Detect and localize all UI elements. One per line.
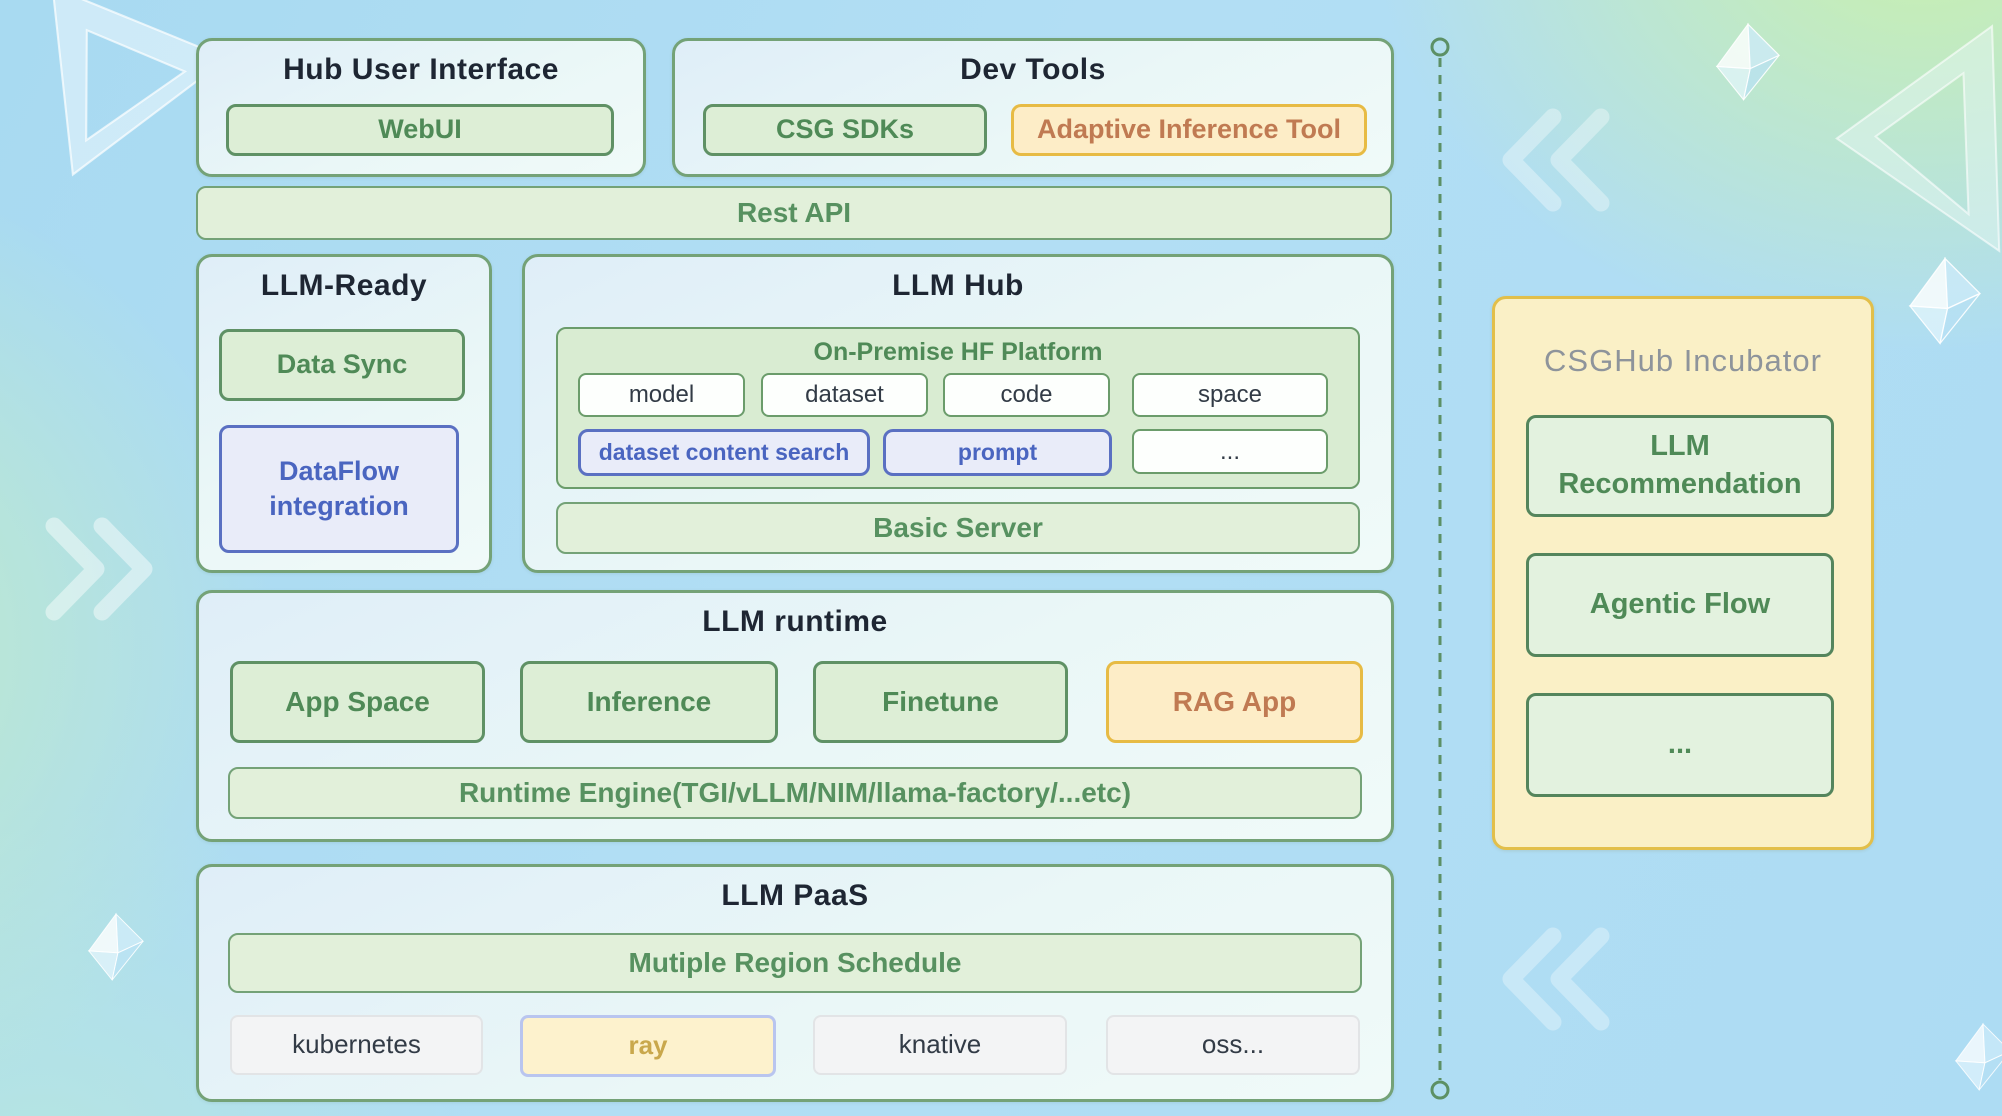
- dataset-node: dataset: [761, 373, 928, 417]
- crystal-decoration: [1715, 22, 1781, 102]
- finetune-node: Finetune: [813, 661, 1068, 743]
- webui-node: WebUI: [226, 104, 614, 156]
- oss-node: oss...: [1106, 1015, 1360, 1075]
- adaptive-inference-tool-node: Adaptive Inference Tool: [1011, 104, 1367, 156]
- separator-dashed-line: [1430, 37, 1450, 1100]
- agentic-flow-node: Agentic Flow: [1526, 553, 1834, 657]
- app-space-node: App Space: [230, 661, 485, 743]
- knative-node: knative: [813, 1015, 1067, 1075]
- on-premise-platform-title: On-Premise HF Platform: [813, 338, 1103, 366]
- dataflow-integration-node: DataFlow integration: [219, 425, 459, 553]
- chevron-left-decoration: [1502, 927, 1610, 1031]
- hub-user-interface-panel: Hub User Interface WebUI: [196, 38, 646, 177]
- llm-paas-panel: LLM PaaS Mutiple Region Schedule kuberne…: [196, 864, 1394, 1102]
- data-sync-node: Data Sync: [219, 329, 465, 401]
- llm-hub-panel: LLM Hub On-Premise HF Platform model dat…: [522, 254, 1394, 573]
- llm-ready-panel: LLM-Ready Data Sync DataFlow integration: [196, 254, 492, 573]
- llm-runtime-title: LLM runtime: [702, 605, 888, 638]
- model-node: model: [578, 373, 745, 417]
- llm-runtime-panel: LLM runtime App Space Inference Finetune…: [196, 590, 1394, 842]
- crystal-decoration: [1954, 1022, 2002, 1092]
- dataset-content-search-node: dataset content search: [578, 429, 870, 476]
- llm-ready-title: LLM-Ready: [260, 269, 428, 302]
- rag-app-node: RAG App: [1106, 661, 1363, 743]
- space-node: space: [1132, 373, 1328, 417]
- csghub-incubator-title: CSGHub Incubator: [1544, 343, 1822, 378]
- llm-paas-title: LLM PaaS: [721, 879, 869, 912]
- incubator-ellipsis-node: ...: [1526, 693, 1834, 797]
- chevron-right-decoration: [45, 517, 153, 621]
- crystal-decoration: [1908, 256, 1982, 345]
- basic-server-bar: Basic Server: [556, 502, 1360, 554]
- rest-api-bar: Rest API: [196, 186, 1392, 240]
- inference-node: Inference: [520, 661, 778, 743]
- on-premise-platform-box: On-Premise HF Platform model dataset cod…: [556, 327, 1360, 489]
- prompt-node: prompt: [883, 429, 1112, 476]
- ray-node: ray: [520, 1015, 776, 1077]
- code-node: code: [943, 373, 1110, 417]
- kubernetes-node: kubernetes: [230, 1015, 483, 1075]
- multiple-region-schedule-bar: Mutiple Region Schedule: [228, 933, 1362, 993]
- dev-tools-panel: Dev Tools CSG SDKs Adaptive Inference To…: [672, 38, 1394, 177]
- chevron-left-decoration: [1502, 108, 1610, 212]
- crystal-decoration: [87, 912, 144, 982]
- dev-tools-title: Dev Tools: [960, 53, 1106, 86]
- llm-recommendation-node: LLM Recommendation: [1526, 415, 1834, 517]
- csg-sdks-node: CSG SDKs: [703, 104, 987, 156]
- runtime-engine-bar: Runtime Engine(TGI/vLLM/NIM/llama-factor…: [228, 767, 1362, 819]
- glass-triangle-decoration: [1835, 24, 2001, 253]
- hub-user-interface-title: Hub User Interface: [283, 53, 559, 86]
- llm-hub-title: LLM Hub: [892, 269, 1024, 302]
- ellipsis-node: ...: [1132, 429, 1328, 474]
- csghub-incubator-panel: CSGHub Incubator LLM Recommendation Agen…: [1492, 296, 1874, 850]
